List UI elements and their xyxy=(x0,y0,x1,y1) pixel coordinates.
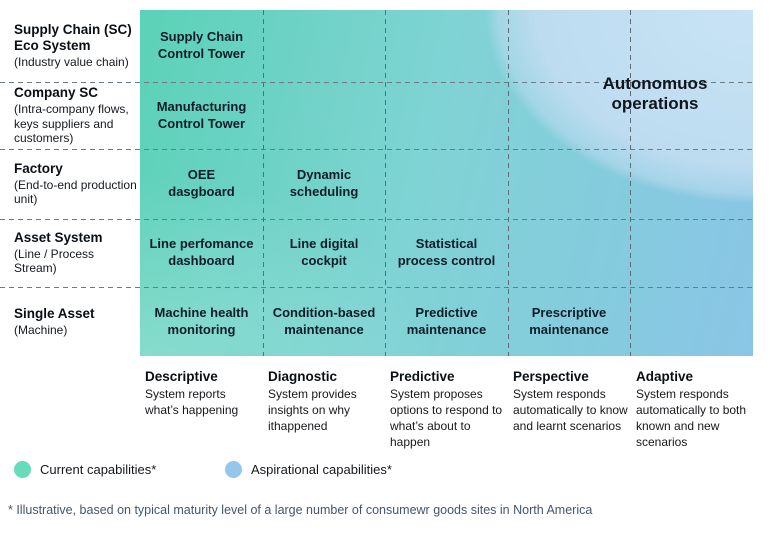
row-title: Factory xyxy=(14,161,63,177)
footnote: * Illustrative, based on typical maturit… xyxy=(8,503,593,517)
stage-predictive: Predictive System proposes options to re… xyxy=(390,369,506,451)
stage-title: Descriptive xyxy=(145,369,218,384)
cell-line-performance-dashboard: Line perfomance dashboard xyxy=(149,236,254,268)
column-divider-2 xyxy=(385,10,386,356)
column-divider-3 xyxy=(508,10,509,356)
stage-descriptive: Descriptive System reports what’s happen… xyxy=(145,369,261,419)
column-divider-1 xyxy=(263,10,264,356)
row-subtitle: (Line / Process Stream) xyxy=(14,247,95,276)
cell-line-digital-cockpit: Line digital cockpit xyxy=(289,236,359,268)
aspirational-capabilities-dot-icon xyxy=(225,461,242,478)
row-divider-2 xyxy=(0,149,753,150)
row-divider-3 xyxy=(0,219,753,220)
legend-aspirational-capabilities: Aspirational capabilities* xyxy=(225,461,392,478)
row-title: Company SC xyxy=(14,85,99,101)
row-subtitle: (Industry value chain) xyxy=(14,55,129,70)
stage-title: Adaptive xyxy=(636,369,694,384)
row-title: Supply Chain (SC) Eco System xyxy=(14,22,132,54)
row-divider-1 xyxy=(0,82,753,83)
row-title: Single Asset xyxy=(14,305,95,321)
cell-machine-health-monitoring: Machine health monitoring xyxy=(154,304,249,337)
stage-description: System responds automatically to both kn… xyxy=(636,387,747,449)
row-label-factory: Factory (End-to-end production unit) xyxy=(14,149,140,219)
cell-oee-dashboard: OEE dasgboard xyxy=(168,167,235,199)
stage-title: Diagnostic xyxy=(268,369,338,384)
cell-dynamic-scheduling: Dynamic scheduling xyxy=(289,167,359,199)
stage-title: Predictive xyxy=(390,369,455,384)
legend-label: Current capabilities* xyxy=(40,462,157,477)
legend-label: Aspirational capabilities* xyxy=(251,462,392,477)
stage-description: System responds automatically to know an… xyxy=(513,387,628,433)
stage-title: Perspective xyxy=(513,369,589,384)
row-subtitle: (Machine) xyxy=(14,322,68,337)
stage-description: System reports what’s happening xyxy=(145,387,239,418)
row-label-supply-chain-ecosystem: Supply Chain (SC) Eco System (Industry v… xyxy=(14,10,140,82)
stage-perspective: Perspective System responds automaticall… xyxy=(513,369,629,435)
stage-description: System provides insights on why ithappen… xyxy=(268,387,357,433)
row-label-single-asset: Single Asset (Machine) xyxy=(14,287,140,356)
row-divider-4 xyxy=(0,287,753,288)
autonomous-operations-label: Autonomuos operations xyxy=(602,73,708,113)
cell-supply-chain-control-tower: Supply Chain Control Tower xyxy=(157,29,246,61)
cell-condition-based-maintenance: Condition-based maintenance xyxy=(272,304,376,337)
stage-diagnostic: Diagnostic System provides insights on w… xyxy=(268,369,384,435)
capability-grid-background xyxy=(140,10,753,356)
stage-description: System proposes options to respond to wh… xyxy=(390,387,503,449)
cell-statistical-process-control: Statistical process control xyxy=(397,236,496,268)
cell-manufacturing-control-tower: Manufacturing Control Tower xyxy=(156,98,247,131)
row-title: Asset System xyxy=(14,230,103,246)
cell-prescriptive-maintenance: Prescriptive maintenance xyxy=(529,304,609,337)
stage-adaptive: Adaptive System responds automatically t… xyxy=(636,369,761,451)
column-divider-4 xyxy=(630,10,631,356)
legend-current-capabilities: Current capabilities* xyxy=(14,461,156,478)
row-subtitle: (Intra-company flows, keys suppliers and… xyxy=(14,102,129,146)
row-label-asset-system: Asset System (Line / Process Stream) xyxy=(14,219,140,287)
cell-predictive-maintenance: Predictive maintenance xyxy=(406,304,487,337)
row-label-company-sc: Company SC (Intra-company flows, keys su… xyxy=(14,82,140,149)
current-capabilities-dot-icon xyxy=(14,461,31,478)
row-subtitle: (End-to-end production unit) xyxy=(14,178,137,207)
